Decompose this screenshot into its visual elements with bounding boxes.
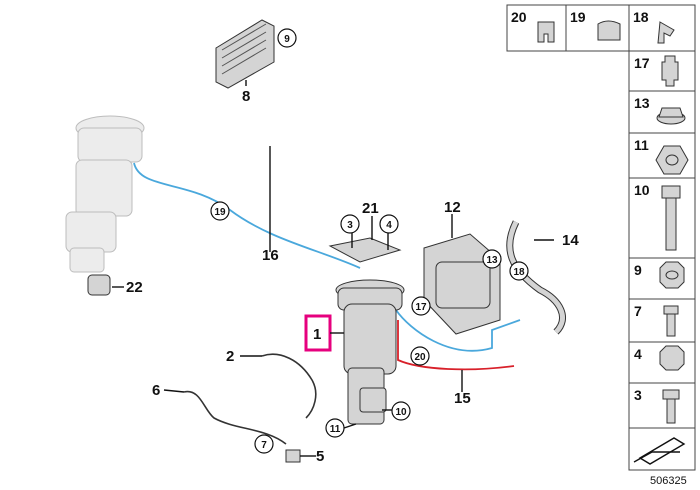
label-12: 12 <box>444 199 461 216</box>
bolt-3-icon <box>662 389 680 400</box>
svg-text:13: 13 <box>486 255 498 266</box>
ghost-strut <box>65 115 145 273</box>
sensor-wire-2 <box>261 353 317 419</box>
callout-11: 11 <box>325 418 345 438</box>
callout-19: 19 <box>210 201 230 221</box>
svg-text:3: 3 <box>347 220 353 231</box>
sensor-wire-6 <box>183 390 287 445</box>
label-20: 20 <box>511 9 527 25</box>
table-cell-20 <box>506 4 567 52</box>
gasket-21 <box>328 237 402 263</box>
arrow-icon <box>638 437 686 465</box>
svg-text:10: 10 <box>395 407 407 418</box>
part-22 <box>87 274 111 296</box>
label-22: 22 <box>126 279 143 296</box>
label-4: 4 <box>634 346 642 362</box>
clip-20-icon <box>537 21 555 43</box>
label-10: 10 <box>634 182 650 198</box>
callout-20: 20 <box>410 346 430 366</box>
label-6: 6 <box>152 382 160 399</box>
callout-18: 18 <box>509 261 529 281</box>
bolt-7-icon <box>663 305 679 315</box>
callout-13: 13 <box>482 249 502 269</box>
svg-text:17: 17 <box>415 302 427 313</box>
label-13: 13 <box>634 95 650 111</box>
parts-table: 20 19 18 17 13 11 10 9 7 4 3 <box>506 4 696 471</box>
bolt-10-icon <box>661 185 681 199</box>
label-17: 17 <box>634 55 650 71</box>
air-line-17 <box>395 309 521 352</box>
clip-19-icon <box>597 20 621 41</box>
air-line-15 <box>397 320 515 371</box>
label-2: 2 <box>226 348 234 365</box>
leader-lines <box>112 80 554 457</box>
label-5: 5 <box>316 448 324 465</box>
label-15: 15 <box>454 390 471 407</box>
doc-number: 506325 <box>650 475 687 487</box>
svg-text:11: 11 <box>330 424 341 435</box>
callout-17: 17 <box>411 296 431 316</box>
callout-10: 10 <box>391 401 411 421</box>
nut-4-icon <box>659 345 685 371</box>
svg-text:7: 7 <box>261 440 267 451</box>
part-8-module <box>215 19 275 89</box>
label-8: 8 <box>242 88 250 105</box>
callout-7: 7 <box>254 434 274 454</box>
label-7: 7 <box>634 303 642 319</box>
sensor-5 <box>285 449 301 463</box>
label-16: 16 <box>262 247 279 264</box>
clip-18-icon <box>657 21 675 44</box>
air-line-16 <box>133 162 361 269</box>
label-18: 18 <box>633 9 649 25</box>
air-strut <box>328 237 405 425</box>
label-14: 14 <box>562 232 579 249</box>
svg-text:9: 9 <box>284 34 290 45</box>
svg-text:4: 4 <box>386 220 392 231</box>
svg-text:19: 19 <box>214 207 226 218</box>
compressor-12 <box>423 233 501 335</box>
label-19: 19 <box>570 9 586 25</box>
callout-9: 9 <box>277 28 297 48</box>
label-3: 3 <box>634 387 642 403</box>
callout-4: 4 <box>379 214 399 234</box>
svg-text:20: 20 <box>414 352 426 363</box>
label-21: 21 <box>362 200 379 217</box>
label-9: 9 <box>634 262 642 278</box>
table-cell-7 <box>628 298 696 343</box>
label-11: 11 <box>634 137 649 153</box>
label-1: 1 <box>313 326 321 343</box>
callout-3: 3 <box>340 214 360 234</box>
svg-text:18: 18 <box>513 267 525 278</box>
clip-17-icon <box>661 55 679 87</box>
